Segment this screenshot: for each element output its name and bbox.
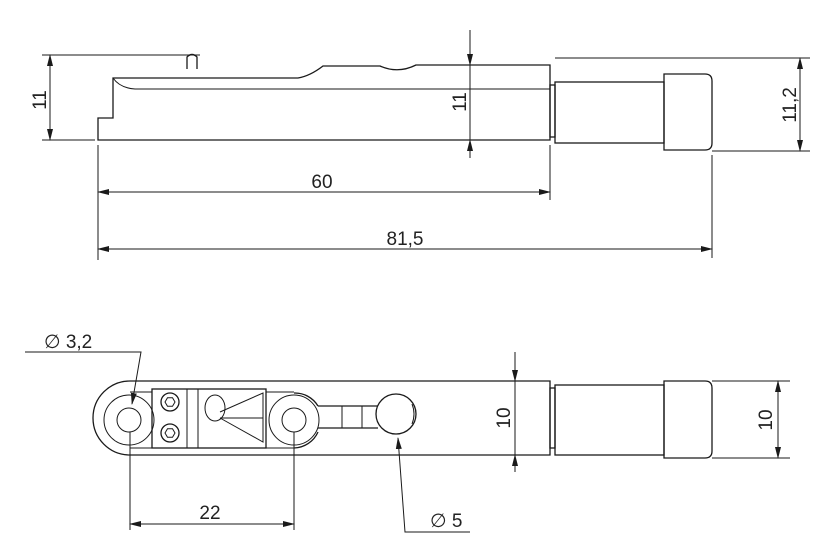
hex-screw-icon [160,392,180,412]
dim-hole-diameter: ∅ 3,2 [44,332,92,353]
hex-screw-icon [160,423,180,443]
dim-height-mid: 11 [450,92,471,112]
ball-end [375,393,417,435]
dim-ball-diameter: ∅ 5 [430,511,462,532]
dim-width-right: 10 [756,409,777,430]
dim-hole-spacing: 22 [199,503,220,524]
collar [549,84,556,138]
pin [186,53,198,69]
end-cap [663,73,713,151]
mounting-hole-left [116,407,142,433]
body-edge [112,77,550,90]
dim-width-mid: 10 [494,407,515,428]
mounting-hole-right [281,407,307,433]
dim-height-right: 11,2 [780,87,801,123]
dim-length-body: 60 [311,172,332,193]
dim-length-total: 81,5 [387,229,424,250]
cylinder [554,384,665,456]
top-view: 10 10 22 ∅ 3,2 ∅ 5 [25,332,790,533]
dim-height-left: 11 [30,90,51,110]
screw-block [151,388,267,449]
body-outline [97,64,551,141]
cylinder [554,81,665,144]
end-cap [663,380,713,459]
side-view: 11 11 11,2 60 81,5 [30,30,810,260]
plate-outline [92,380,551,456]
rod [318,405,378,429]
